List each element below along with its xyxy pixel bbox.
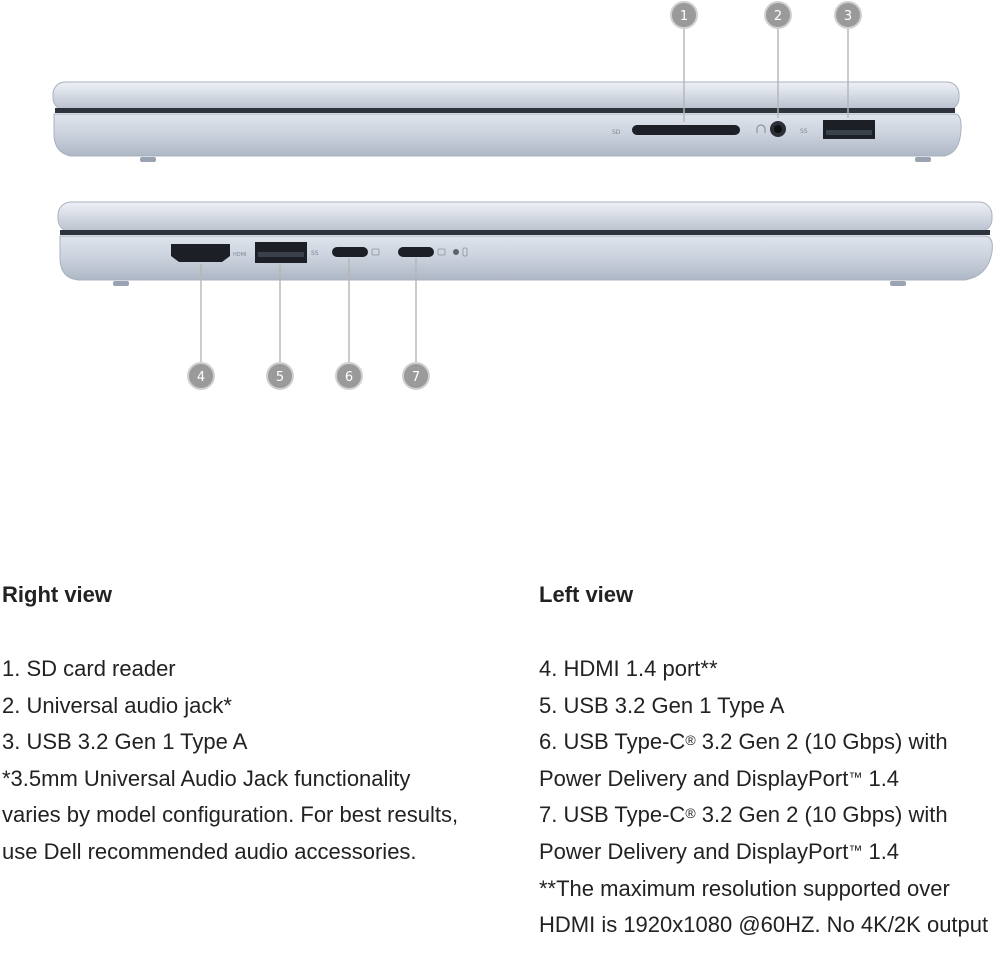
right-side-view: SD SS <box>52 81 962 162</box>
item-6-text-c: Power Delivery and DisplayPort <box>539 765 849 791</box>
left-view-section: Left view 4. HDMI 1.4 port** 5. USB 3.2 … <box>539 578 999 944</box>
usb-c-port-6 <box>332 247 368 257</box>
right-view-item-1: 1. SD card reader <box>2 656 176 681</box>
left-view-item-5: 5. USB 3.2 Gen 1 Type A <box>539 692 785 718</box>
sd-port-label: SD <box>612 129 621 136</box>
left-view-footnote: **The maximum resolution supported over … <box>539 875 989 938</box>
laptop-lid-left <box>57 201 993 233</box>
callout-7: 7 <box>402 362 430 390</box>
right-view-item-3: 3. USB 3.2 Gen 1 Type A <box>2 729 248 755</box>
laptop-base <box>53 113 962 157</box>
registered-mark: ® <box>685 805 696 822</box>
callout-lines <box>200 28 849 364</box>
hdmi-label: HDMI <box>233 252 246 258</box>
item-7-text-a: 7. USB Type-C <box>539 802 686 828</box>
callout-1: 1 <box>670 1 698 29</box>
headset-icon <box>756 124 766 133</box>
item-6-text-b: 3.2 Gen 2 (10 Gbps) with <box>695 729 948 755</box>
callout-3: 3 <box>834 1 862 29</box>
callout-5-number: 5 <box>276 370 284 385</box>
status-led <box>453 249 459 255</box>
left-view-item-6: 6. USB Type-C® 3.2 Gen 2 (10 Gbps) with <box>539 724 999 761</box>
callout-1-number: 1 <box>680 9 688 24</box>
trademark-mark: ™ <box>848 768 863 785</box>
right-view-footnote: *3.5mm Universal Audio Jack functionalit… <box>2 765 459 864</box>
right-view-item-2: 2. Universal audio jack* <box>2 692 232 718</box>
callout-6-number: 6 <box>345 370 353 385</box>
right-view-section: Right view 1. SD card reader 2. Universa… <box>2 578 502 871</box>
item-7-text-d: 1.4 <box>862 838 900 864</box>
callout-3-number: 3 <box>844 9 852 24</box>
callout-4-number: 4 <box>197 370 205 385</box>
hdmi-port <box>171 244 230 262</box>
battery-icon <box>462 247 468 257</box>
left-view-item-6-cont: Power Delivery and DisplayPort™ 1.4 <box>539 761 999 798</box>
usb-c-port-7 <box>398 247 434 257</box>
left-view-item-7: 7. USB Type-C® 3.2 Gen 2 (10 Gbps) with <box>539 797 999 834</box>
callout-2-number: 2 <box>774 9 782 24</box>
usb-ss-label-right: SS <box>800 128 808 135</box>
laptop-lid <box>52 81 960 111</box>
registered-mark: ® <box>685 732 696 749</box>
sd-card-slot <box>632 125 740 135</box>
callout-7-number: 7 <box>412 370 420 385</box>
callout-5: 5 <box>266 362 294 390</box>
left-view-heading: Left view <box>539 582 634 607</box>
usb-ss-label-left: SS <box>311 250 319 257</box>
right-view-heading: Right view <box>2 582 113 607</box>
laptop-ports-diagram: SD SS HDMI SS <box>52 1 993 390</box>
callout-2: 2 <box>764 1 792 29</box>
callout-6: 6 <box>335 362 363 390</box>
usb-a-port-right <box>823 120 875 139</box>
item-7-text-b: 3.2 Gen 2 (10 Gbps) with <box>695 802 948 828</box>
left-view-item-4: 4. HDMI 1.4 port** <box>539 656 718 681</box>
item-6-text-a: 6. USB Type-C <box>539 729 686 755</box>
callout-4: 4 <box>187 362 215 390</box>
item-6-text-d: 1.4 <box>862 765 900 791</box>
left-side-view: HDMI SS <box>57 201 993 286</box>
left-view-item-7-cont: Power Delivery and DisplayPort™ 1.4 <box>539 834 999 871</box>
trademark-mark: ™ <box>848 841 863 858</box>
item-7-text-c: Power Delivery and DisplayPort <box>539 838 849 864</box>
